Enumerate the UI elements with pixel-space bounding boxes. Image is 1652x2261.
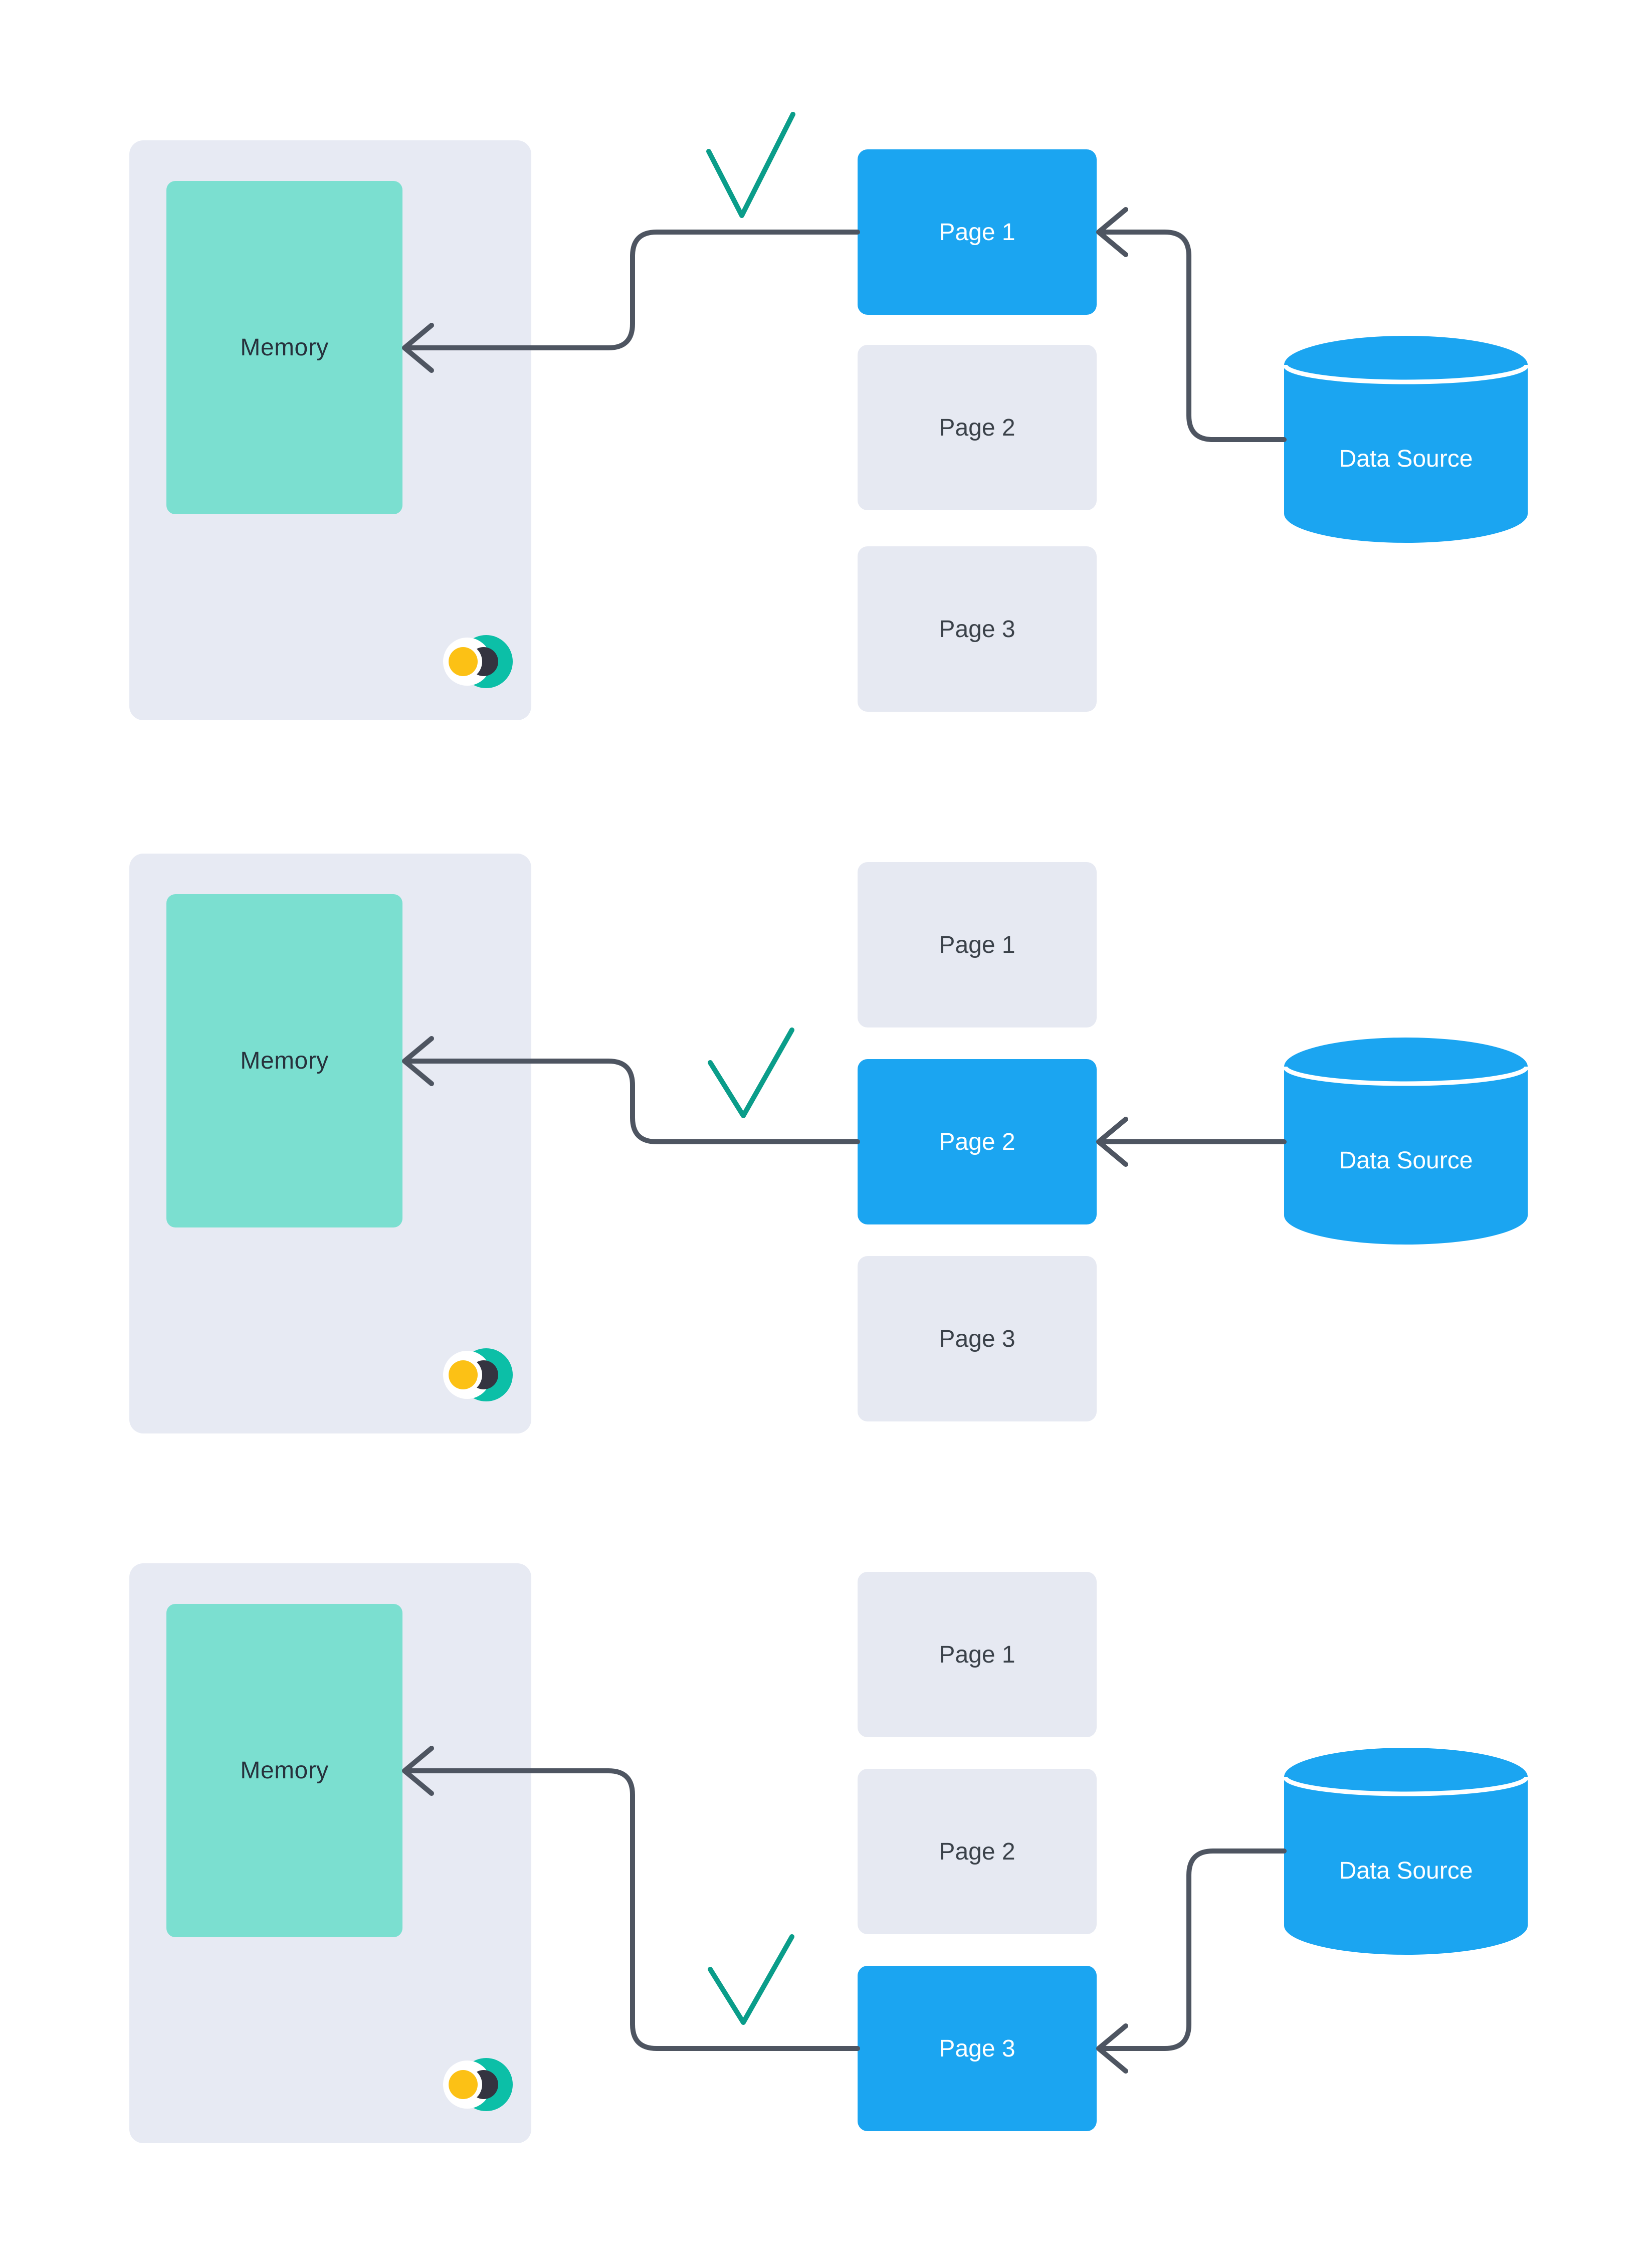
page-label: Page 1 <box>939 219 1015 246</box>
page-1-box: Page 1 <box>858 149 1097 315</box>
database-cylinder-icon: Data Source <box>1284 1748 1528 1955</box>
checkmark-icon <box>708 1027 794 1118</box>
arrow-left-icon <box>1096 2023 1128 2074</box>
arrow-datasource-to-page2 <box>1096 1117 1287 1167</box>
memory-box: Memory <box>166 1604 402 1937</box>
page-1-box: Page 1 <box>858 862 1097 1027</box>
logo-yellow-circle <box>449 2070 478 2099</box>
datasource-label: Data Source <box>1339 445 1473 472</box>
page-3-box: Page 3 <box>858 546 1097 712</box>
datasource-label: Data Source <box>1339 1857 1473 1884</box>
eclipse-logo-icon <box>443 629 518 695</box>
page-label: Page 1 <box>939 1641 1015 1668</box>
page-label: Page 3 <box>939 2035 1015 2062</box>
page-label: Page 2 <box>939 1128 1015 1155</box>
logo-yellow-circle <box>449 1360 478 1389</box>
page-3-box: Page 3 <box>858 1966 1097 2131</box>
eclipse-logo-icon <box>443 1342 518 1408</box>
memory-label: Memory <box>240 1048 329 1074</box>
datasource-label: Data Source <box>1339 1147 1473 1174</box>
arrow-datasource-to-page1 <box>1096 207 1287 442</box>
database-cylinder-icon: Data Source <box>1284 336 1528 543</box>
database-cylinder-icon: Data Source <box>1284 1038 1528 1245</box>
cylinder-shape <box>1284 1038 1528 1245</box>
page-2-box: Page 2 <box>858 345 1097 510</box>
memory-box: Memory <box>166 894 402 1227</box>
page-2-box: Page 2 <box>858 1059 1097 1224</box>
arrow-left-icon <box>1096 1117 1128 1167</box>
page-label: Page 3 <box>939 615 1015 643</box>
cylinder-shape <box>1284 1748 1528 1955</box>
eclipse-logo-icon <box>443 2051 518 2118</box>
logo-yellow-circle <box>449 647 478 676</box>
page-label: Page 3 <box>939 1325 1015 1352</box>
page-3-box: Page 3 <box>858 1256 1097 1421</box>
arrow-left-icon <box>1096 207 1128 257</box>
checkmark-icon <box>706 112 795 218</box>
page-label: Page 2 <box>939 1838 1015 1865</box>
checkmark-icon <box>708 1934 794 2025</box>
memory-label: Memory <box>240 1757 329 1784</box>
cylinder-shape <box>1284 336 1528 543</box>
memory-label: Memory <box>240 334 329 361</box>
memory-box: Memory <box>166 181 402 514</box>
page-label: Page 2 <box>939 414 1015 441</box>
arrow-datasource-to-page3 <box>1096 1848 1287 2074</box>
page-1-box: Page 1 <box>858 1572 1097 1737</box>
page-2-box: Page 2 <box>858 1769 1097 1934</box>
page-label: Page 1 <box>939 931 1015 958</box>
